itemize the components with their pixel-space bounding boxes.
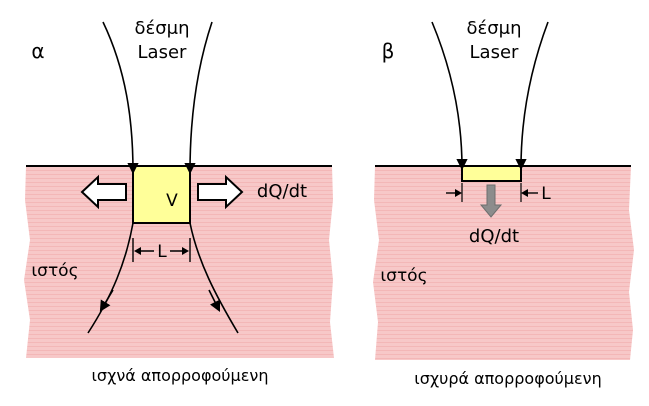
heat-flow-arrow-left (80, 174, 127, 210)
dimension-arrowhead-left-a (134, 247, 141, 255)
width-label-a: L (157, 242, 167, 262)
heat-flow-arrow-down (479, 184, 503, 218)
caption-a: ισχνά απορροφούμενη (92, 366, 269, 385)
beam-ray-right-a (184, 21, 213, 175)
tissue-label-a: ιστός (31, 261, 78, 281)
diverging-ray-right-arrow-a (208, 289, 221, 313)
absorption-layer-box (461, 165, 522, 182)
diverging-ray-left-a (87, 222, 134, 334)
heat-flow-label-a: dQ/dt (257, 181, 307, 202)
dimension-arrowhead-left-b (455, 189, 462, 197)
panel-b: L β δέσμη Laser dQ/dt ιστός ισχυρά απορρ… (373, 18, 634, 388)
diverging-ray-right-a (189, 222, 239, 334)
dimension-arrowhead-right-b (521, 189, 528, 197)
panel-letter-a: α (31, 39, 44, 63)
panel-a: V L α δέσμη Laser dQ/dt ιστός ισχνά απορ… (24, 18, 334, 385)
tissue-label-b: ιστός (380, 266, 427, 286)
beam-ray-right-b (515, 21, 549, 171)
caption-b: ισχυρά απορροφούμενη (414, 369, 601, 388)
heat-flow-arrow-right (197, 174, 244, 210)
diverging-ray-left-arrow-a (99, 289, 114, 312)
beam-label-a-line1: δέσμη (134, 18, 189, 39)
heat-flow-label-b: dQ/dt (469, 226, 519, 247)
panel-letter-b: β (382, 39, 395, 63)
beam-label-b-line1: δέσμη (466, 18, 521, 39)
absorption-volume-box (132, 165, 191, 224)
beam-ray-left-b (431, 21, 468, 171)
volume-label: V (166, 191, 178, 211)
tissue-region-b (373, 166, 634, 360)
beam-label-b-line2: Laser (470, 42, 520, 63)
beam-ray-left-a (102, 21, 139, 175)
beam-label-a-line2: Laser (138, 42, 188, 63)
width-label-b: L (541, 184, 551, 204)
dimension-arrowhead-right-a (182, 247, 189, 255)
